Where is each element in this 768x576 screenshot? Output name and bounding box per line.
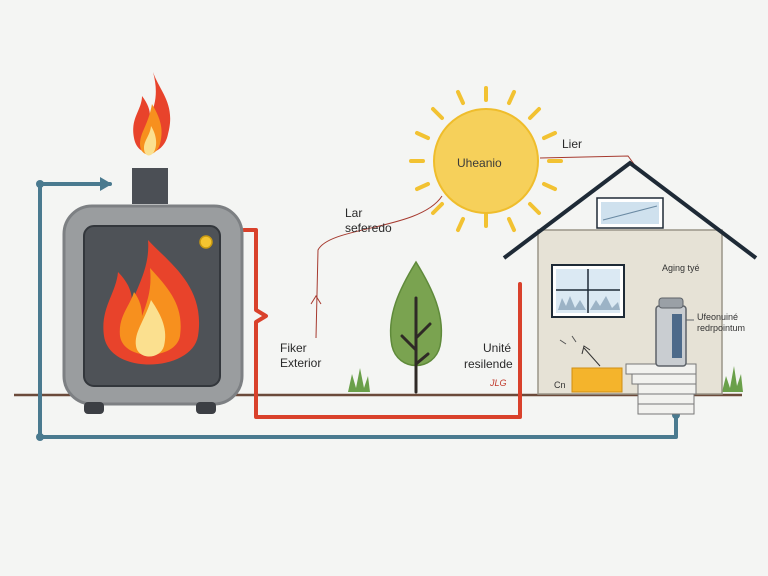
center-label-line1: Unité bbox=[483, 341, 512, 355]
house-label: Aging tyé bbox=[662, 263, 700, 273]
left-label-line1: Fiker bbox=[280, 341, 307, 355]
boiler-indicator bbox=[199, 235, 213, 249]
tree-icon bbox=[389, 260, 443, 394]
center-label-line3: JLG bbox=[490, 378, 507, 388]
flame-icon bbox=[133, 72, 171, 156]
pipe-joint bbox=[36, 180, 44, 188]
red-pipe bbox=[242, 228, 522, 419]
mid-arrow bbox=[310, 295, 322, 305]
chimney bbox=[132, 168, 168, 204]
house-small-label: Cn bbox=[554, 380, 566, 390]
blue-arrow-head bbox=[100, 177, 112, 191]
sun-connector bbox=[539, 155, 635, 165]
mid-top-label-line2: seferedo bbox=[345, 221, 392, 235]
mid-top-label-line1: Lar bbox=[345, 206, 363, 220]
boiler-foot bbox=[196, 402, 216, 414]
sun-icon bbox=[409, 86, 563, 232]
device-label-line2: redrpointum bbox=[697, 323, 746, 333]
mid-connector bbox=[315, 195, 443, 339]
boiler-flame-icon bbox=[103, 240, 200, 365]
left-label-line2: Exterior bbox=[280, 356, 322, 370]
pipe-joint bbox=[36, 433, 44, 441]
house-icon bbox=[502, 160, 758, 415]
center-label-line2: resilende bbox=[464, 357, 513, 371]
grass-icon bbox=[348, 366, 743, 392]
sun-link-label: Lier bbox=[562, 137, 583, 151]
device-label-line1: Ufeonuiné bbox=[697, 312, 739, 322]
boiler-foot bbox=[84, 402, 104, 414]
sun-label: Uheanio bbox=[457, 156, 502, 170]
